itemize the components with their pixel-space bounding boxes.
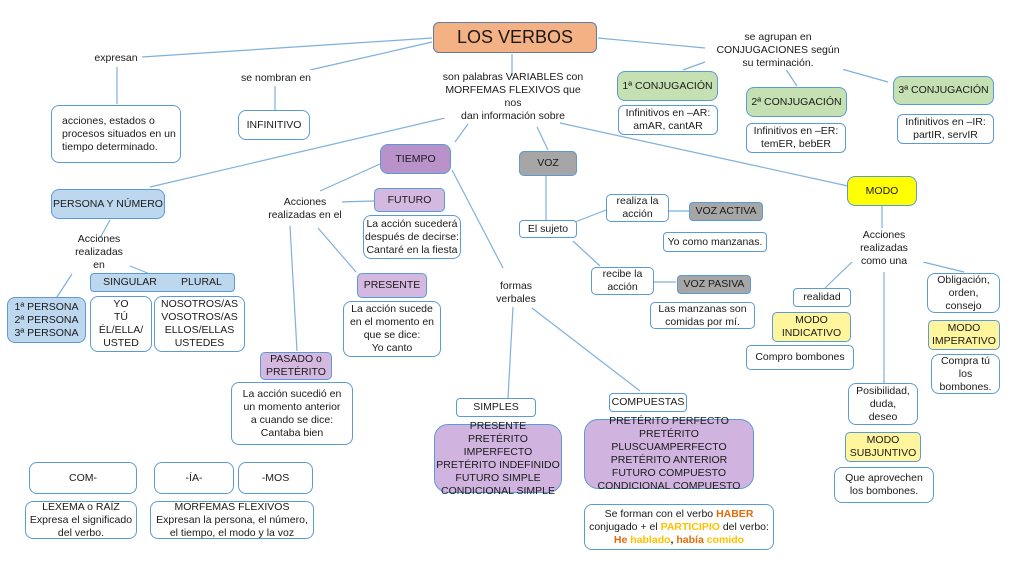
example-comma: , — [670, 533, 677, 546]
connector — [597, 37, 706, 49]
conj1-desc: Infinitivos en –AR: amAR, cantAR — [618, 105, 718, 135]
presente-desc: La acción sucede en el momento en que se… — [343, 301, 441, 357]
singular-list: YO TÚ ÉL/ELLA/ USTED — [90, 296, 152, 352]
connector — [338, 200, 375, 203]
mos-node: -MOS — [238, 462, 313, 494]
voz-pasiva-example: Las manzanas son comidas por mí. — [650, 302, 755, 329]
plural-label: PLURAL — [181, 276, 222, 288]
conj2-desc: Infinitivos en –ER: temER, bebER — [746, 123, 846, 153]
connector — [922, 261, 965, 273]
label-acciones-modo: Acciones realizadas como una — [842, 229, 926, 267]
haber-line-2: conjugado + el PARTICIPIO del verbo: — [589, 521, 769, 534]
label-acciones-tiempo: Acciones realizadas en el — [268, 195, 342, 223]
simples-list: PRESENTE PRETÉRITO IMPERFECTO PRETÉRITO … — [434, 420, 562, 497]
label-se-agrupan: se agrupan en CONJUGACIONES según su ter… — [713, 30, 843, 70]
connector — [289, 225, 298, 352]
subjuntivo-example: Que aprovechen los bombones. — [834, 467, 934, 503]
plural-list: NOSOTROS/AS VOSOTROS/AS ELLOS/ELLAS USTE… — [154, 296, 245, 352]
voz-activa-node: VOZ ACTIVA — [689, 202, 763, 221]
realidad-node: realidad — [793, 288, 851, 307]
haber-line-3: He hablado, había comido — [614, 534, 744, 547]
ia-node: -ÍA- — [154, 462, 234, 494]
example-he: He — [613, 533, 628, 546]
futuro-node: FUTURO — [374, 188, 445, 212]
haber-line-1: Se forman con el verbo HABER — [605, 508, 754, 521]
haber-note: Se forman con el verbo HABER conjugado +… — [584, 504, 774, 550]
acciones-estados-node: acciones, estados o procesos situados en… — [51, 105, 181, 163]
connector — [837, 67, 889, 83]
label-variables: son palabras VARIABLES con MORFEMAS FLEX… — [440, 71, 586, 122]
label-se-nombran: se nombran en — [238, 70, 314, 86]
recibe-node: recibe la acción — [591, 267, 654, 295]
connector — [309, 41, 433, 71]
persona-numero-node: PERSONA Y NÚMERO — [51, 189, 165, 219]
modo-imperativo-node: MODO IMPERATIVO — [928, 320, 1000, 350]
haber-text: del verbo: — [719, 520, 769, 533]
lexema-node: LEXEMA o RAÍZ Expresa el significado del… — [25, 501, 137, 539]
com-node: COM- — [29, 462, 137, 494]
infinitivo-node: INFINITIVO — [238, 110, 310, 140]
connector — [574, 209, 607, 223]
modo-indicativo-node: MODO INDICATIVO — [772, 312, 851, 342]
connector — [531, 307, 641, 392]
modo-subjuntivo-node: MODO SUBJUNTIVO — [845, 432, 921, 462]
conj3-desc: Infinitivos en –IR: partIR, servIR — [897, 114, 994, 144]
example-habia: había — [676, 533, 704, 546]
morfemas-node: MORFEMAS FLEXIVOS Expresan la persona, e… — [150, 501, 314, 539]
example-comido: comido — [706, 533, 745, 546]
singular-plural-header: SINGULAR PLURAL — [90, 273, 235, 292]
connector — [536, 126, 549, 151]
singular-label: SINGULAR — [103, 276, 157, 288]
haber-text: Se forman con el verbo — [604, 507, 717, 520]
label-formas-verbales: formas verbales — [490, 279, 542, 307]
connector — [319, 163, 381, 192]
voz-activa-example: Yo como manzanas. — [663, 232, 767, 252]
connector — [572, 240, 601, 267]
voz-pasiva-node: VOZ PASIVA — [677, 275, 751, 294]
personas-node: 1ª PERSONA 2ª PERSONA 3ª PERSONA — [7, 297, 86, 343]
compuestas-node: COMPUESTAS — [609, 393, 687, 412]
connector — [141, 37, 433, 58]
title-node: LOS VERBOS — [433, 22, 597, 53]
haber-text: conjugado + el — [589, 520, 661, 533]
conj3-node: 3ª CONJUGACIÓN — [893, 76, 994, 105]
presente-node: PRESENTE — [357, 273, 427, 298]
example-hablado: hablado — [630, 533, 671, 546]
connector — [682, 61, 706, 71]
futuro-desc: La acción sucederá después de decirse: C… — [363, 215, 461, 259]
connector — [454, 123, 469, 143]
participio-keyword: PARTICIPIO — [660, 520, 720, 533]
connector — [507, 306, 514, 399]
compuestas-list: PRETÉRITO PERFECTO PRETÉRITO PLUSCUAMPER… — [584, 415, 754, 492]
connector — [784, 67, 798, 87]
obligacion-node: Obligación, orden, consejo — [927, 273, 1000, 313]
conj2-node: 2ª CONJUGACIÓN — [746, 87, 847, 117]
voz-node: VOZ — [519, 151, 577, 176]
simples-node: SIMPLES — [456, 398, 536, 417]
tiempo-node: TIEMPO — [380, 144, 451, 174]
realiza-node: realiza la acción — [606, 194, 669, 222]
pasado-node: PASADO o PRETÉRITO — [260, 352, 332, 380]
label-expresan: expresan — [90, 50, 142, 66]
indicativo-example: Compro bombones — [746, 345, 854, 370]
conj1-node: 1ª CONJUGACIÓN — [617, 71, 718, 101]
connector — [317, 227, 357, 273]
pasado-desc: La acción sucedió en un momento anterior… — [231, 382, 353, 445]
posibilidad-node: Posibilidad, duda, deseo — [848, 383, 918, 425]
imperativo-example: Compra tú los bombones. — [931, 354, 1000, 394]
modo-node: MODO — [847, 176, 917, 206]
haber-keyword: HABER — [716, 507, 754, 520]
el-sujeto-node: El sujeto — [519, 220, 577, 238]
label-acciones-persona: Acciones realizadas en — [68, 233, 130, 271]
